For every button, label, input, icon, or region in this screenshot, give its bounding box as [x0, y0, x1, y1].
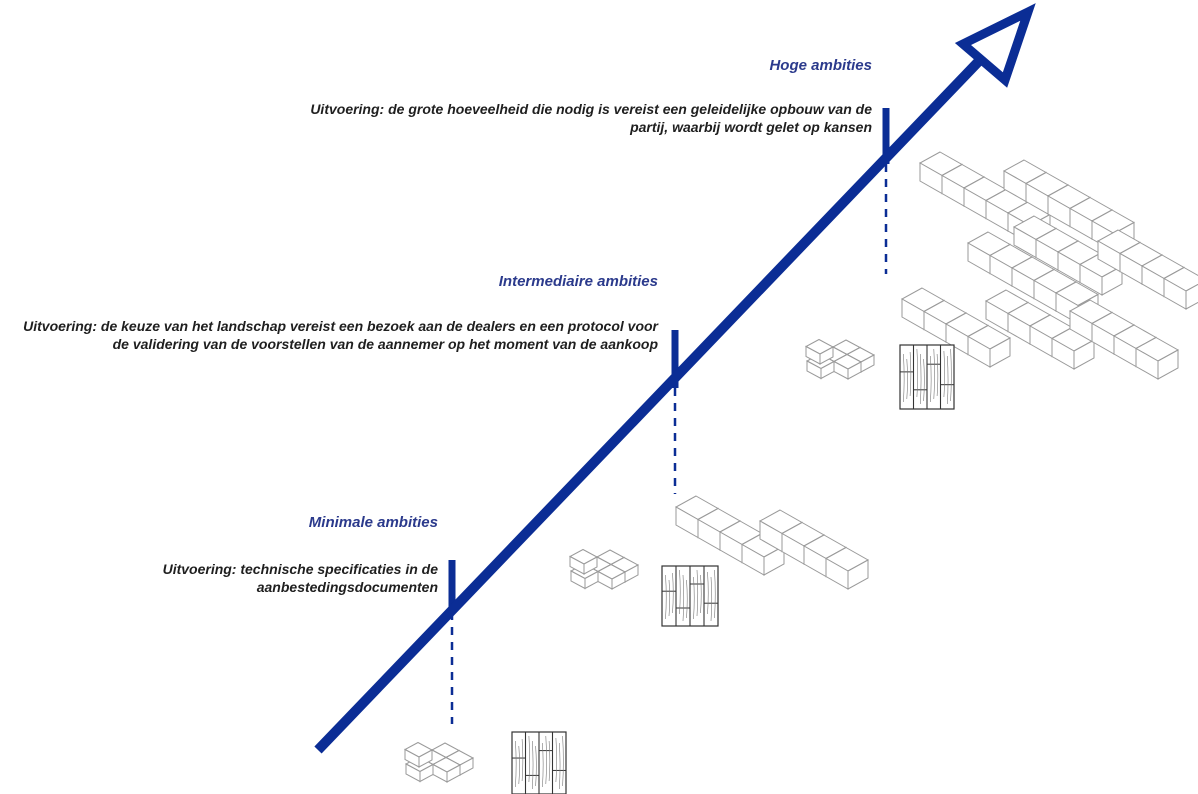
block-row-high-3	[966, 231, 1100, 325]
description-high-ambitions: Uitvoering: de grote hoeveelheid die nod…	[310, 101, 872, 135]
block-row-high-6	[900, 287, 1012, 368]
block-row-high-4	[1012, 215, 1124, 296]
paver-cluster-low	[403, 741, 475, 783]
block-row-mid-1	[674, 495, 786, 576]
wood-plank-mid	[661, 565, 719, 627]
block-row-mid-2	[758, 509, 870, 590]
block-row-high-8	[1068, 299, 1180, 380]
heading-minimal-ambitions: Minimale ambities	[308, 514, 438, 531]
wood-plank-high	[899, 344, 955, 410]
paver-cluster-mid	[568, 548, 640, 590]
block-row-high-2	[1002, 159, 1136, 253]
block-row-high-7	[984, 289, 1096, 370]
wood-plank-low	[511, 731, 567, 794]
heading-intermediate-ambitions: Intermediaire ambities	[498, 273, 658, 290]
description-minimal-ambitions: Uitvoering: technische specificaties in …	[162, 561, 438, 595]
heading-high-ambitions: Hoge ambities	[769, 57, 872, 74]
arrow-shaft	[314, 56, 984, 754]
arrow-head	[954, 3, 1036, 88]
description-intermediate-ambitions: Uitvoering: de keuze van het landschap v…	[23, 318, 658, 352]
block-row-high-5	[1096, 229, 1198, 310]
paver-cluster-high	[804, 338, 876, 380]
